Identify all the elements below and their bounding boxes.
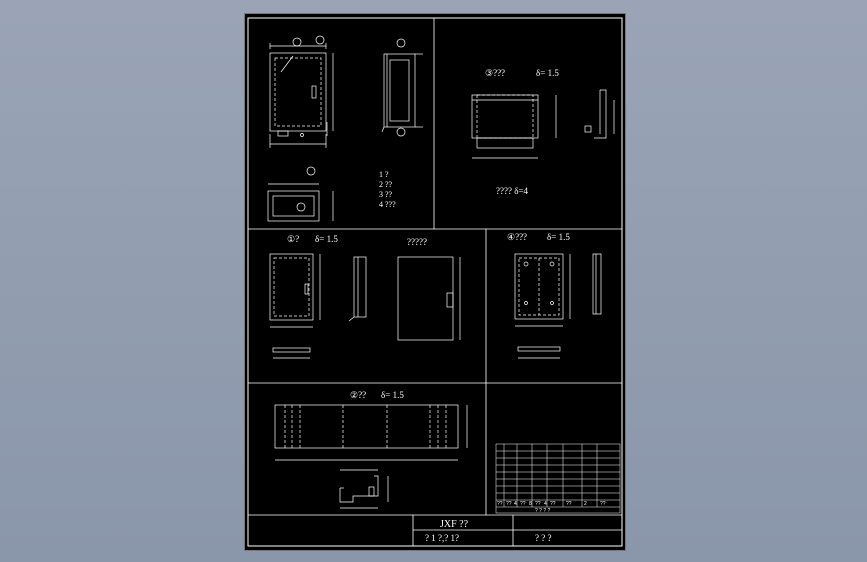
svg-text:4: 4 [544, 501, 547, 507]
parts-table-bottom-row: ?? ?? 4 ?? 8 ?? 4 ?? ?? 2 ?? [497, 501, 606, 507]
view2-title: ③??? [485, 68, 505, 78]
view4-thickness: δ= 1.5 [547, 232, 570, 242]
view2-thickness: δ= 1.5 [536, 68, 559, 78]
svg-text:??: ?? [600, 501, 606, 507]
view2-part [471, 89, 615, 159]
svg-text:??: ?? [506, 501, 512, 507]
view5-part [274, 404, 468, 509]
view5-title: ②?? [350, 390, 366, 400]
title-block-label-row: ? 1 ?,? 1? [425, 533, 459, 543]
view3-title2: ????? [407, 237, 427, 247]
view4-part [514, 253, 602, 359]
svg-text:??: ?? [550, 501, 556, 507]
svg-text:??: ?? [535, 501, 541, 507]
view1-cabinet-side [381, 38, 423, 137]
legend-item-3: 3 ?? [379, 190, 393, 199]
svg-text:??: ?? [566, 501, 572, 507]
view3-part [269, 253, 461, 359]
svg-text:8: 8 [529, 501, 532, 507]
svg-text:4: 4 [514, 501, 517, 507]
legend-item-2: 2 ?? [379, 180, 393, 189]
legend-item-4: 4 ??? [379, 200, 396, 209]
cad-drawing: 1 ? 2 ?? 3 ?? 4 ??? ③??? δ= 1.5 ???? δ=4 [247, 17, 623, 547]
view1-legend: 1 ? 2 ?? 3 ?? 4 ??? [379, 170, 396, 209]
legend-item-1: 1 ? [379, 170, 389, 179]
view3-title: ①? [287, 234, 299, 244]
parts-table-footer: ? ? ? ? [535, 508, 551, 514]
svg-text:??: ?? [497, 501, 503, 507]
inner-frame [247, 17, 623, 547]
parts-table [495, 443, 621, 514]
view1-cabinet-front [269, 35, 334, 148]
svg-text:2: 2 [584, 501, 587, 507]
view1-cabinet-top [267, 166, 334, 222]
title-block-right-row: ? ? ? [535, 533, 551, 543]
drawing-name: JXF ?? [440, 519, 469, 530]
view4-title: ④??? [507, 232, 527, 242]
view5-thickness: δ= 1.5 [381, 390, 404, 400]
drawing-sheet: 1 ? 2 ?? 3 ?? 4 ??? ③??? δ= 1.5 ???? δ=4 [244, 13, 626, 551]
view2-note: ???? δ=4 [496, 186, 529, 196]
view3-thickness: δ= 1.5 [315, 234, 338, 244]
svg-text:??: ?? [520, 501, 526, 507]
